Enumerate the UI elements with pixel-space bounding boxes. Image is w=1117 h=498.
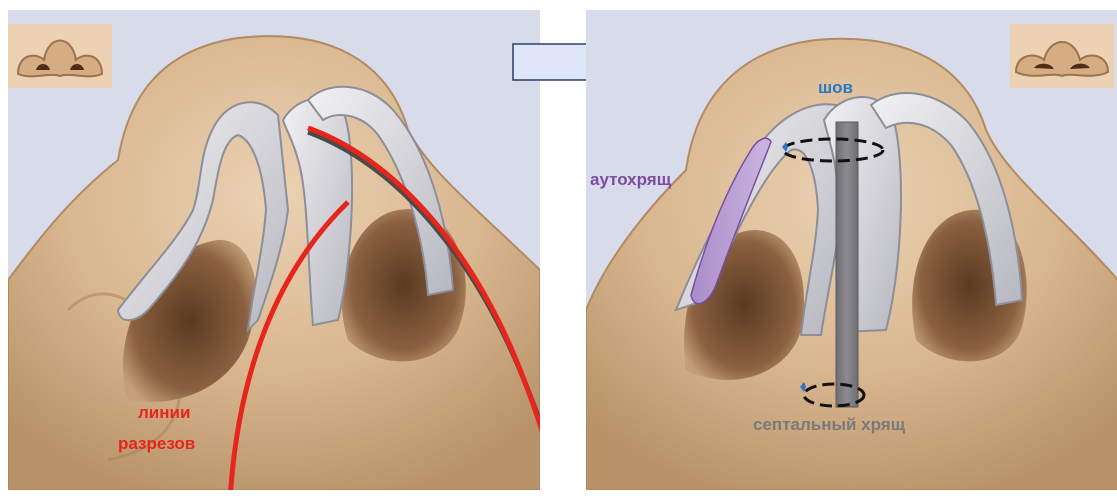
autograft-label: аутохрящ bbox=[590, 170, 671, 190]
incision-label-line2: разрезов bbox=[118, 434, 195, 454]
nose-front-icon bbox=[8, 24, 112, 88]
septal-strut bbox=[836, 122, 858, 407]
after-illustration-panel: шов аутохрящ септальный хрящ bbox=[586, 10, 1117, 490]
nose-front-icon bbox=[1010, 24, 1114, 88]
before-illustration-panel: линии разрезов bbox=[8, 10, 540, 490]
suture-label: шов bbox=[818, 78, 853, 98]
incision-label-line1: линии bbox=[138, 403, 190, 423]
septal-cartilage-label: септальный хрящ bbox=[753, 415, 905, 435]
